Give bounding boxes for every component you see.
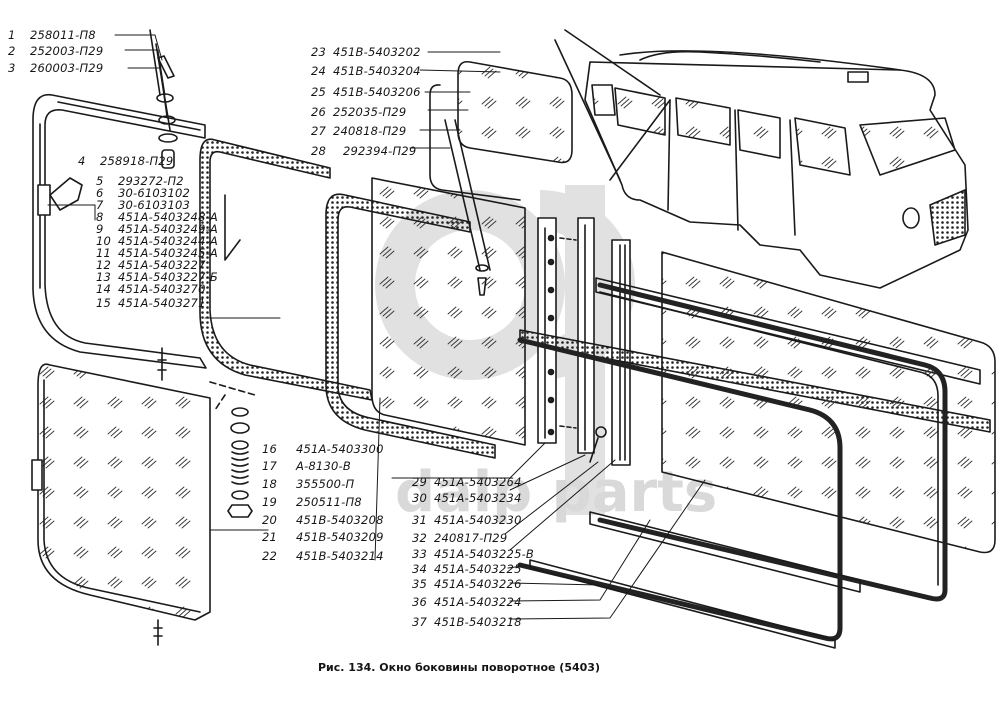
- figure-caption: Рис. 134. Окно боковины поворотное (5403…: [318, 661, 600, 674]
- hinge-bracket: [37, 184, 51, 216]
- fastener-stack-top: [149, 29, 178, 169]
- uaz-van-body: [554, 29, 969, 289]
- upper-seal-frame: [199, 138, 373, 401]
- lower-door-glass: [31, 347, 211, 646]
- large-side-glass: [661, 251, 996, 554]
- spring-washer-stack: [209, 381, 256, 518]
- upper-door-frame: [32, 93, 207, 369]
- latch-lever: [49, 177, 83, 211]
- leader-lines: [47, 34, 706, 620]
- vent-glass: [429, 60, 573, 296]
- large-side-seal: [597, 282, 948, 602]
- glass-seal-frame: [325, 177, 526, 459]
